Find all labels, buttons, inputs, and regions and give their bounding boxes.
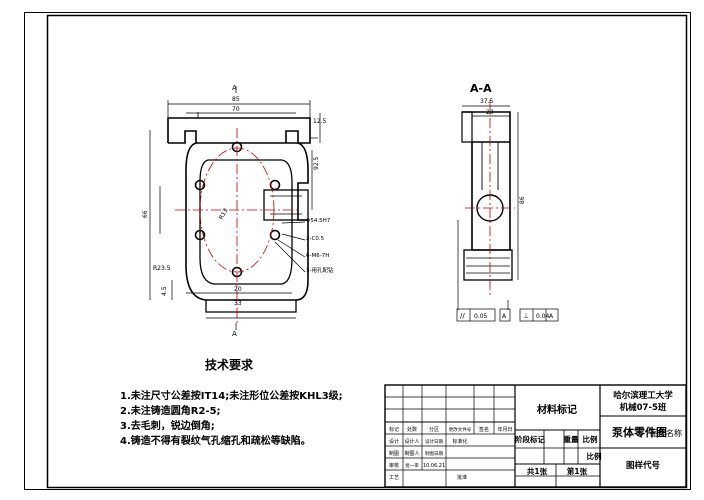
title-block [384, 384, 687, 488]
flange-left-step [168, 130, 197, 144]
body-outline [185, 142, 309, 301]
tb-sign: 签名 [479, 426, 489, 433]
note-3: 3.去毛刺，锐边倒角; [120, 421, 215, 432]
tol-parallel-val: 0.05 [474, 313, 488, 320]
school-name: 哈尔滨理工大学 [613, 390, 673, 401]
scale-label: 比例 [583, 434, 598, 444]
dim-20: 20 [234, 286, 242, 293]
dim-c05: 2-C0.5 [306, 236, 325, 242]
weight-label: 重量 [564, 434, 579, 444]
dim-r23-5: R23.5 [153, 265, 171, 272]
view-mark-top: A [232, 84, 237, 92]
drawing-code: 图样代号 [626, 460, 661, 471]
tb-designer-name: 设计人 [404, 438, 419, 445]
side-centerlines [465, 100, 515, 295]
side-dimensions [456, 105, 559, 322]
tb-process: 工艺 [389, 475, 399, 481]
tol-perp-val: 0.04 [536, 313, 550, 320]
inner-cavity [199, 159, 293, 285]
tb-drafter: 制图 [389, 450, 399, 457]
dim-86: 86 [519, 196, 526, 204]
dim-r13: R13 [218, 207, 230, 221]
sheet-number: 第1张 [567, 466, 588, 476]
side-bottom [463, 249, 513, 281]
tb-drafter-name: 制图人 [404, 450, 419, 457]
view-mark-bottom: A [232, 330, 237, 338]
dim-37-5: 37.5 [480, 98, 494, 105]
tb-designer: 设计 [389, 438, 399, 445]
inner-frame [46, 14, 688, 489]
dim-phi: Φ54.5H7 [306, 218, 331, 224]
tb-stamp: 批一审 [405, 462, 419, 469]
dim-92-5: 92.5 [313, 156, 320, 170]
title-block-text: 哈尔滨理工大学 机械07-5班 材料标记 泵体零件图 图样名称 图样代号 阶段标… [389, 390, 682, 481]
dim-12-5: 12.5 [313, 118, 327, 125]
note-4: 4.铸造不得有裂纹气孔缩孔和疏松等缺陷。 [120, 436, 311, 447]
class-name: 机械07-5班 [620, 402, 667, 413]
dim-70: 70 [232, 106, 240, 113]
front-dimensions [149, 86, 321, 330]
side-view [461, 111, 513, 281]
side-body [471, 142, 511, 251]
section-label: A-A [470, 82, 492, 95]
outer-frame [24, 12, 691, 490]
right-port [263, 189, 309, 221]
bolt-hole-2 [194, 179, 206, 191]
dim-m6: 6-M6-7H [306, 253, 329, 259]
material-mark: 材料标记 [537, 403, 577, 416]
top-flange [167, 117, 311, 144]
tb-approve: 批准 [457, 474, 467, 481]
dim-66: 66 [142, 210, 149, 218]
tol-parallel-sym: // [460, 312, 465, 320]
dim-4-5: 4.5 [161, 286, 168, 296]
tb-date-value: 10.06.21 [423, 463, 445, 469]
datum-box: A [502, 313, 507, 320]
tb-count: 处数 [407, 426, 417, 433]
notes-heading: 技术要求 [205, 358, 254, 372]
tol-datum: A [549, 313, 554, 320]
tb-date: 年月日 [497, 426, 512, 433]
stage-mark: 阶段标记 [515, 434, 545, 444]
dim-side-20: 20 [486, 109, 494, 116]
bolt-hole-4 [194, 229, 206, 241]
note-1: 1.未注尺寸公差按IT14;未注形位公差按KHL3级; [120, 391, 343, 402]
tb-drafter-date: 制图日期 [425, 450, 443, 457]
side-top-block [462, 111, 511, 143]
bolt-circle [199, 147, 275, 273]
tb-checker: 审核 [389, 462, 399, 469]
front-view [167, 112, 311, 313]
drawing-name-label: 图样名称 [650, 428, 682, 438]
tb-docno: 更改文件号 [449, 426, 472, 433]
tb-mark: 标记 [389, 426, 399, 433]
dim-85: 85 [232, 96, 240, 103]
tb-std: 标准化 [452, 438, 467, 445]
sheets-total: 共1张 [527, 466, 548, 476]
front-centerlines [175, 128, 300, 325]
tol-perp-sym: ⊥ [523, 312, 529, 320]
tb-zone: 分区 [429, 426, 439, 433]
dim-33: 33 [234, 300, 242, 307]
note-2: 2.未注铸造圆角R2-5; [120, 406, 221, 417]
dim-3-holes: 3-用孔配钻 [306, 266, 334, 274]
part-name: 泵体零件图 [612, 425, 667, 439]
scale-value: 比例 [587, 451, 602, 461]
bottom-foot [205, 300, 297, 313]
tb-design-date: 设计日期 [425, 438, 443, 445]
